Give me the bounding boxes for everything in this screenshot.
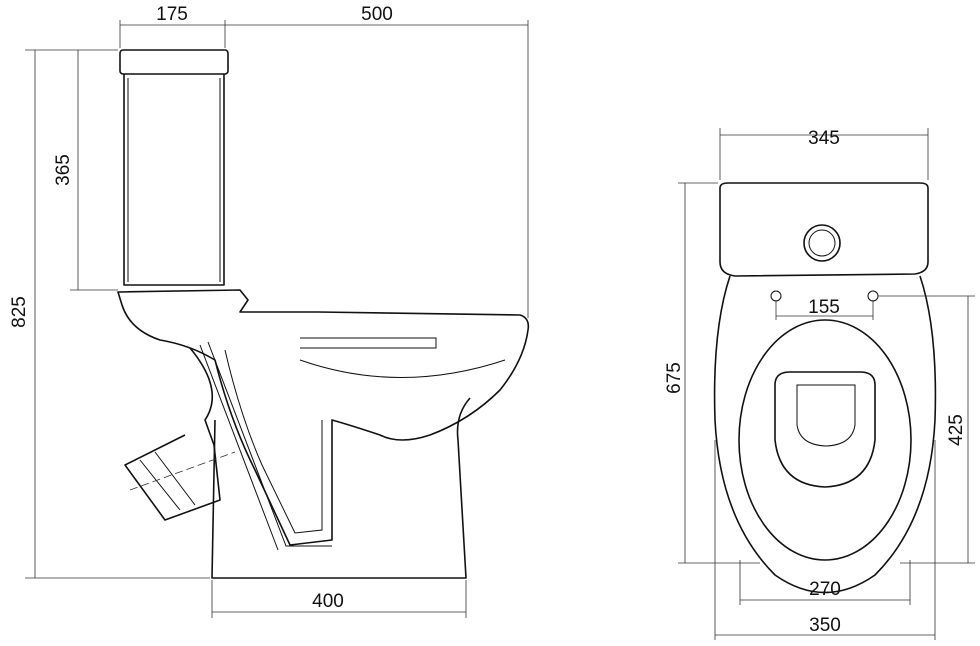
- tank-lid: [119, 49, 229, 75]
- dim-inner-width: 270: [809, 579, 841, 600]
- dim-bolt-spacing: 155: [808, 297, 840, 318]
- tank-top: [719, 182, 929, 277]
- pedestal: [211, 397, 471, 579]
- top-view: [678, 128, 975, 640]
- dim-tank-height: 365: [53, 154, 74, 186]
- dim-bowl-length: 425: [946, 414, 967, 446]
- dim-tank-width: 345: [808, 128, 840, 149]
- dim-total-depth: 500: [361, 4, 393, 25]
- dim-total-height: 825: [9, 296, 30, 328]
- bowl-opening: [774, 371, 876, 488]
- dim-tank-depth: 175: [156, 4, 188, 25]
- flush-button: [803, 224, 841, 262]
- side-view: [25, 20, 530, 618]
- seat-hinge: [300, 337, 437, 349]
- tank-body: [123, 74, 225, 286]
- dim-total-width: 350: [809, 615, 841, 636]
- bowl-inner: [738, 319, 912, 561]
- bowl-rim: [713, 275, 937, 594]
- bolt-hole-right: [867, 290, 879, 302]
- bolt-hole-left: [770, 290, 782, 302]
- dim-total-length: 675: [664, 362, 685, 394]
- bowl-outline: [117, 289, 530, 546]
- dim-base-width: 400: [312, 591, 344, 612]
- outlet-pipe: [124, 347, 221, 521]
